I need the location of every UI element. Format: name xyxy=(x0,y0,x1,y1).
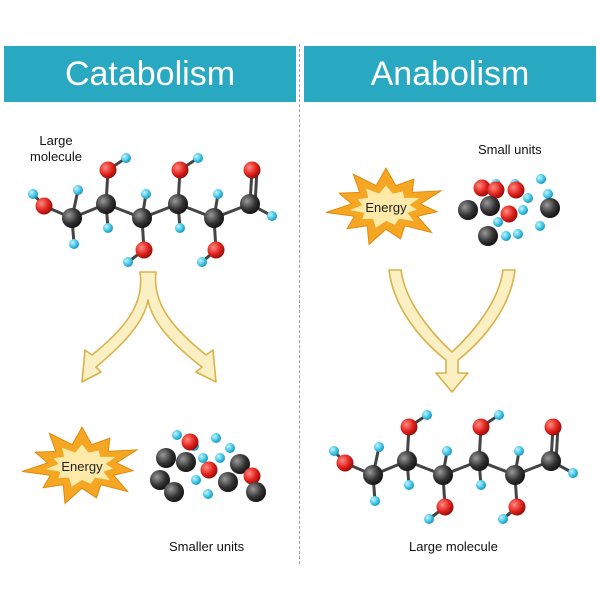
oxygen-atom xyxy=(99,161,117,179)
carbon-atom xyxy=(458,200,478,220)
hydrogen-atom xyxy=(191,475,201,485)
hydrogen-atom xyxy=(404,480,414,490)
carbon-atom xyxy=(62,208,82,228)
oxygen-atom xyxy=(487,181,505,199)
hydrogen-atom xyxy=(123,257,133,267)
smaller-units-label: Smaller units xyxy=(169,539,245,554)
carbon-atom xyxy=(478,226,498,246)
carbon-atom xyxy=(363,465,383,485)
hydrogen-atom xyxy=(198,453,208,463)
energy-label-right: Energy xyxy=(365,200,407,215)
small-units-label: Small units xyxy=(478,142,542,157)
oxygen-atom xyxy=(436,498,454,516)
catabolism-header: Catabolism xyxy=(4,46,296,102)
hydrogen-atom xyxy=(73,185,83,195)
hydrogen-atom xyxy=(374,442,384,452)
hydrogen-atom xyxy=(476,480,486,490)
smaller-units-cluster xyxy=(150,430,266,502)
oxygen-atom xyxy=(473,179,491,197)
oxygen-atom xyxy=(181,433,199,451)
carbon-atom xyxy=(204,208,224,228)
carbon-atom xyxy=(480,196,500,216)
carbon-atom xyxy=(164,482,184,502)
hydrogen-atom xyxy=(422,410,432,420)
hydrogen-atom xyxy=(121,153,131,163)
hydrogen-atom xyxy=(225,443,235,453)
oxygen-atom xyxy=(336,454,354,472)
oxygen-atom xyxy=(200,461,218,479)
anabolism-header: Anabolism xyxy=(304,46,596,102)
oxygen-atom xyxy=(243,161,261,179)
hydrogen-atom xyxy=(203,489,213,499)
hydrogen-atom xyxy=(568,468,578,478)
hydrogen-atom xyxy=(442,446,452,456)
large-molecule-label-left: Large molecule xyxy=(30,133,83,164)
hydrogen-atom xyxy=(523,193,533,203)
carbon-atom xyxy=(505,465,525,485)
split-arrow xyxy=(81,271,217,383)
hydrogen-atom xyxy=(175,223,185,233)
large-molecule-left xyxy=(28,153,277,267)
large-molecule-right xyxy=(329,410,578,524)
oxygen-atom xyxy=(400,418,418,436)
hydrogen-atom xyxy=(103,223,113,233)
carbon-atom xyxy=(541,451,561,471)
hydrogen-atom xyxy=(267,211,277,221)
hydrogen-atom xyxy=(213,189,223,199)
hydrogen-atom xyxy=(329,446,339,456)
oxygen-atom xyxy=(171,161,189,179)
carbon-atom xyxy=(540,198,560,218)
hydrogen-atom xyxy=(424,514,434,524)
carbon-atom xyxy=(433,465,453,485)
small-units-cluster xyxy=(458,174,560,246)
oxygen-atom xyxy=(135,241,153,259)
hydrogen-atom xyxy=(370,496,380,506)
oxygen-atom xyxy=(544,418,562,436)
center-divider xyxy=(299,44,300,564)
hydrogen-atom xyxy=(193,153,203,163)
carbon-atom xyxy=(469,451,489,471)
oxygen-atom xyxy=(507,181,525,199)
hydrogen-atom xyxy=(518,205,528,215)
hydrogen-atom xyxy=(28,189,38,199)
carbon-atom xyxy=(230,454,250,474)
energy-label-left: Energy xyxy=(61,459,103,474)
hydrogen-atom xyxy=(172,430,182,440)
hydrogen-atom xyxy=(141,189,151,199)
hydrogen-atom xyxy=(498,514,508,524)
hydrogen-atom xyxy=(69,239,79,249)
hydrogen-atom xyxy=(215,453,225,463)
hydrogen-atom xyxy=(535,221,545,231)
carbon-atom xyxy=(150,470,170,490)
hydrogen-atom xyxy=(536,174,546,184)
carbon-atom xyxy=(132,208,152,228)
hydrogen-atom xyxy=(493,217,503,227)
hydrogen-atom xyxy=(211,433,221,443)
hydrogen-atom xyxy=(514,446,524,456)
energy-starburst-left: Energy xyxy=(21,426,139,505)
carbon-atom xyxy=(246,482,266,502)
oxygen-atom xyxy=(207,241,225,259)
carbon-atom xyxy=(96,194,116,214)
oxygen-atom xyxy=(243,467,261,485)
hydrogen-atom xyxy=(501,231,511,241)
oxygen-atom xyxy=(508,498,526,516)
energy-starburst-right: Energy xyxy=(325,167,443,246)
carbon-atom xyxy=(397,451,417,471)
large-molecule-label-right: Large molecule xyxy=(409,539,498,554)
hydrogen-atom xyxy=(494,410,504,420)
carbon-atom xyxy=(240,194,260,214)
carbon-atom xyxy=(176,452,196,472)
oxygen-atom xyxy=(35,197,53,215)
carbon-atom xyxy=(168,194,188,214)
hydrogen-atom xyxy=(197,257,207,267)
hydrogen-atom xyxy=(543,189,553,199)
hydrogen-atom xyxy=(513,229,523,239)
carbon-atom xyxy=(156,448,176,468)
merge-arrow xyxy=(388,269,516,393)
carbon-atom xyxy=(218,472,238,492)
oxygen-atom xyxy=(472,418,490,436)
oxygen-atom xyxy=(500,205,518,223)
